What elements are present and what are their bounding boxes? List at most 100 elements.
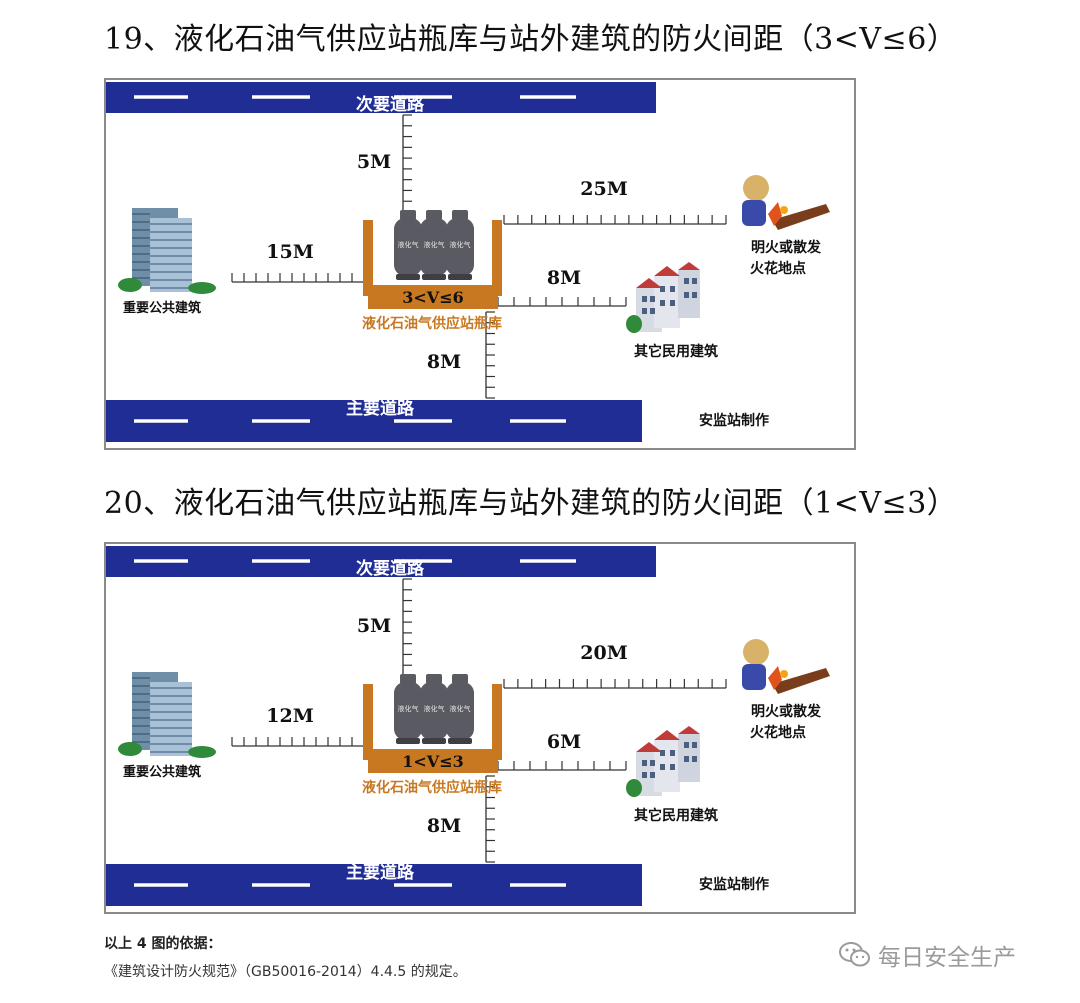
gas-cylinder-icon: 液化气 bbox=[394, 674, 422, 744]
roof bbox=[678, 726, 700, 734]
diagram-svg: 次要道路主要道路5M12M20M6M8M1<V≤3液化石油气供应站瓶库液化气液化… bbox=[106, 546, 830, 906]
tree bbox=[626, 315, 642, 333]
window bbox=[660, 286, 665, 292]
cylinder-foot bbox=[448, 274, 472, 280]
store-base bbox=[368, 749, 498, 773]
store-wall-right bbox=[492, 220, 502, 296]
fire-label-line2: 火花地点 bbox=[750, 260, 806, 277]
residential-building-icon bbox=[626, 726, 700, 797]
distance-top-label: 5M bbox=[357, 615, 391, 637]
welder-body bbox=[742, 664, 766, 690]
window bbox=[660, 750, 665, 756]
cylinder-text: 液化气 bbox=[450, 240, 471, 249]
public-building-icon bbox=[118, 208, 216, 294]
window bbox=[670, 300, 675, 306]
store-base bbox=[368, 285, 498, 309]
open-flame-icon bbox=[742, 639, 830, 694]
cylinder-body bbox=[420, 218, 448, 276]
tower-front bbox=[150, 218, 192, 292]
public-building-icon bbox=[118, 672, 216, 758]
distance-public-label: 15M bbox=[266, 241, 313, 263]
fire-label-line1: 明火或散发 bbox=[751, 239, 822, 256]
gas-cylinder-icon: 液化气 bbox=[420, 674, 448, 744]
window bbox=[642, 760, 647, 766]
basis-note: 以上 4 图的依据： bbox=[104, 936, 222, 952]
residential-label: 其它民用建筑 bbox=[634, 343, 718, 360]
secondary-road-label: 次要道路 bbox=[356, 94, 425, 115]
window bbox=[650, 308, 655, 314]
window bbox=[684, 742, 689, 748]
watermark-text: 每日安全生产 bbox=[878, 945, 1016, 971]
cylinder-cap bbox=[452, 674, 468, 684]
shrub bbox=[188, 282, 216, 294]
window bbox=[642, 772, 647, 778]
window bbox=[650, 760, 655, 766]
distance-fire-label: 25M bbox=[580, 178, 627, 200]
cylinder-body bbox=[446, 682, 474, 740]
house-mid bbox=[654, 740, 680, 792]
volume-label: 3<V≤6 bbox=[402, 288, 464, 307]
ruler-fire bbox=[503, 215, 727, 225]
window bbox=[684, 292, 689, 298]
welding-bench bbox=[772, 668, 830, 694]
credit-label: 安监站制作 bbox=[699, 876, 769, 893]
roof bbox=[678, 262, 700, 270]
volume-label: 1<V≤3 bbox=[402, 752, 464, 771]
roof bbox=[654, 730, 680, 740]
window bbox=[670, 750, 675, 756]
cylinder-text: 液化气 bbox=[424, 704, 445, 713]
wechat-icon bbox=[839, 942, 870, 967]
cylinder-text: 液化气 bbox=[424, 240, 445, 249]
store-wall-left bbox=[363, 684, 373, 760]
store-wall-right bbox=[492, 684, 502, 760]
flame bbox=[780, 670, 788, 678]
shrub bbox=[118, 278, 142, 292]
gas-cylinder-icon: 液化气 bbox=[446, 210, 474, 280]
cylinder-cap bbox=[426, 674, 442, 684]
ruler-residential bbox=[497, 761, 627, 771]
credit-label: 安监站制作 bbox=[699, 412, 769, 429]
cylinder-cap bbox=[452, 210, 468, 220]
window bbox=[684, 756, 689, 762]
residential-label: 其它民用建筑 bbox=[634, 807, 718, 824]
window bbox=[670, 764, 675, 770]
fire-label-line2: 火花地点 bbox=[750, 724, 806, 741]
station-label: 液化石油气供应站瓶库 bbox=[362, 779, 502, 796]
welder-mask bbox=[743, 639, 769, 665]
welder-body bbox=[742, 200, 766, 226]
fire-label-line1: 明火或散发 bbox=[751, 703, 822, 720]
window bbox=[670, 286, 675, 292]
window bbox=[660, 764, 665, 770]
window bbox=[684, 278, 689, 284]
distance-public-label: 12M bbox=[266, 705, 313, 727]
cylinder-text: 液化气 bbox=[398, 240, 419, 249]
window bbox=[692, 278, 697, 284]
diagram-svg: 次要道路主要道路5M15M25M8M8M3<V≤6液化石油气供应站瓶库液化气液化… bbox=[106, 82, 830, 442]
tower-front bbox=[150, 682, 192, 756]
flame bbox=[780, 206, 788, 214]
cylinder-cap bbox=[400, 210, 416, 220]
cylinder-text: 液化气 bbox=[450, 704, 471, 713]
public-building-label: 重要公共建筑 bbox=[123, 764, 201, 780]
cylinder-foot bbox=[422, 738, 446, 744]
ruler-residential bbox=[497, 297, 627, 307]
ruler-fire bbox=[503, 679, 727, 689]
welder-mask bbox=[743, 175, 769, 201]
open-flame-icon bbox=[742, 175, 830, 230]
distance-residential-label: 8M bbox=[547, 267, 581, 289]
station-label: 液化石油气供应站瓶库 bbox=[362, 315, 502, 332]
cylinder-foot bbox=[422, 274, 446, 280]
window bbox=[642, 296, 647, 302]
roof bbox=[636, 742, 662, 752]
ruler-left bbox=[231, 737, 365, 747]
main-road-label: 主要道路 bbox=[346, 398, 415, 419]
window bbox=[692, 756, 697, 762]
spark bbox=[768, 202, 782, 226]
main-road-label: 主要道路 bbox=[346, 862, 415, 883]
window bbox=[650, 772, 655, 778]
reference-note: 《建筑设计防火规范》（GB50016-2014）4.4.5 的规定。 bbox=[104, 964, 467, 980]
cylinder-body bbox=[394, 682, 422, 740]
spark bbox=[768, 666, 782, 690]
